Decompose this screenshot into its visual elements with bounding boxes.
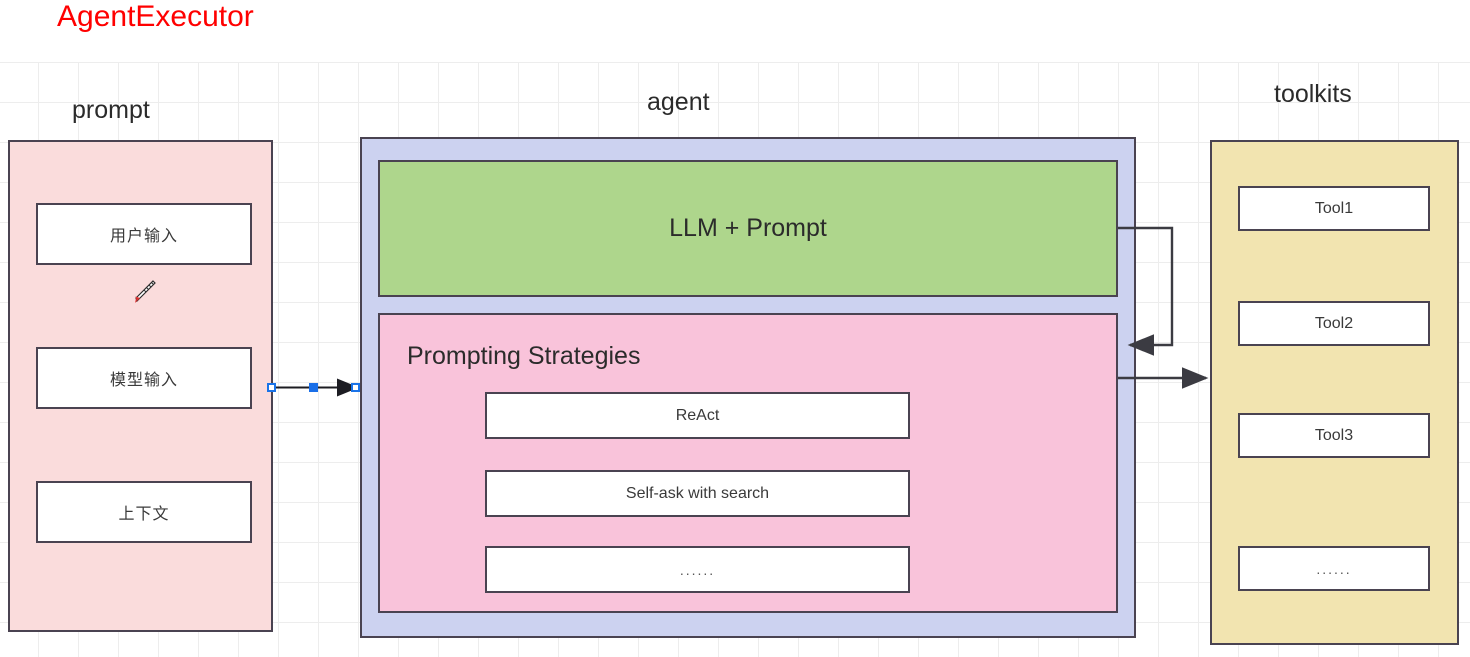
toolkit-item-tool2[interactable]: Tool2 xyxy=(1238,301,1430,346)
toolkit-item-label: Tool1 xyxy=(1314,199,1354,217)
prompt-item-context[interactable]: 上下文 xyxy=(36,481,252,543)
connector-handle-midpoint[interactable] xyxy=(309,383,318,392)
pen-cursor-icon xyxy=(135,280,156,303)
strategy-item-label: Self-ask with search xyxy=(625,484,770,502)
column-caption-prompt: prompt xyxy=(72,96,150,124)
prompting-strategies-title: Prompting Strategies xyxy=(407,342,641,370)
prompt-item-label: 用户输入 xyxy=(109,228,178,245)
toolkit-item-label: Tool3 xyxy=(1314,426,1354,444)
column-caption-agent: agent xyxy=(647,88,710,116)
strategy-item-self-ask-with-search[interactable]: Self-ask with search xyxy=(485,470,910,517)
prompt-item-label: 模型输入 xyxy=(109,372,178,389)
connector-handle-source[interactable] xyxy=(267,383,276,392)
strategy-item-label: ...... xyxy=(679,561,716,578)
strategy-item-more[interactable]: ...... xyxy=(485,546,910,593)
toolkit-item-tool3[interactable]: Tool3 xyxy=(1238,413,1430,458)
toolkit-item-more[interactable]: ...... xyxy=(1238,546,1430,591)
prompt-item-user-input[interactable]: 用户输入 xyxy=(36,203,252,265)
strategy-item-label: ReAct xyxy=(675,406,720,424)
llm-prompt-panel[interactable]: LLM + Prompt xyxy=(378,160,1118,297)
prompt-item-model-input[interactable]: 模型输入 xyxy=(36,347,252,409)
toolkit-item-tool1[interactable]: Tool1 xyxy=(1238,186,1430,231)
prompt-item-label: 上下文 xyxy=(118,506,170,523)
connector-handle-target[interactable] xyxy=(351,383,360,392)
toolkit-item-label: ...... xyxy=(1316,560,1352,577)
strategy-item-react[interactable]: ReAct xyxy=(485,392,910,439)
toolkit-item-label: Tool2 xyxy=(1314,314,1354,332)
llm-prompt-label: LLM + Prompt xyxy=(669,214,827,242)
page-title: AgentExecutor xyxy=(57,0,254,33)
column-caption-toolkits: toolkits xyxy=(1274,80,1352,108)
